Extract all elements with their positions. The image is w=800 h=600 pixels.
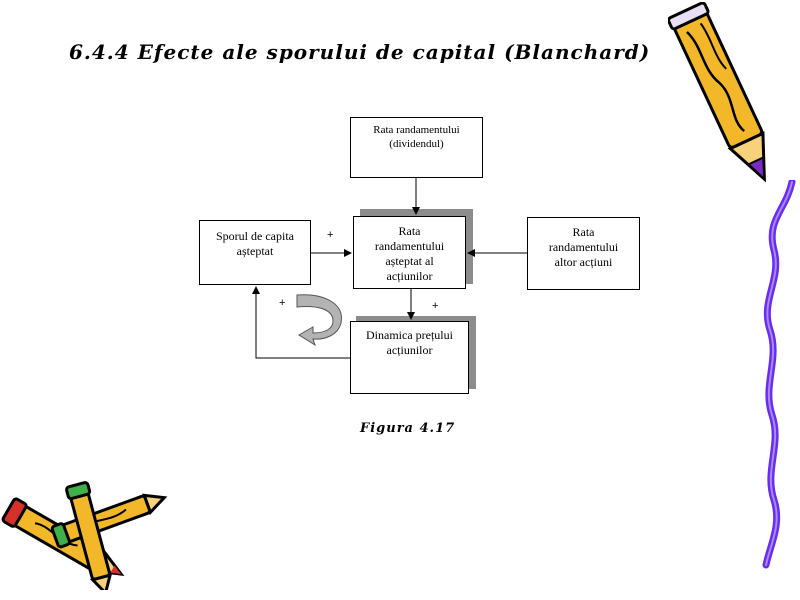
- other-stocks-box: Rata randamentului altor acțiuni: [527, 217, 640, 290]
- capital-gain-line1: Sporul de capita: [216, 229, 294, 243]
- dividend-label-line2: (dividendul): [389, 138, 444, 150]
- curved-arrow-icon: [296, 294, 342, 347]
- figure-caption: Figura 4.17: [360, 421, 456, 436]
- other-stocks-line2: randamentului: [548, 240, 619, 254]
- pencil-icon: [668, 2, 766, 183]
- arrow-feedback-loop: [252, 286, 350, 359]
- expected-return-line4: acțiunilor: [386, 269, 433, 283]
- plus-sign-loop: +: [279, 297, 286, 309]
- slide-title: 6.4.4 Efecte ale sporului de capital (Bl…: [69, 40, 651, 64]
- price-dynamics-line1: Dinamica prețului: [366, 328, 453, 342]
- price-dynamics-line2: acțiunilor: [386, 343, 433, 357]
- capital-gain-box: Sporul de capita așteptat: [199, 220, 311, 285]
- capital-gain-line2: așteptat: [236, 244, 274, 258]
- price-dynamics-box: Dinamica prețului acțiunilor: [350, 321, 469, 394]
- expected-return-line2: randamentului: [374, 239, 445, 253]
- plus-sign-left: +: [327, 229, 334, 241]
- crossed-pencils-icon: [1, 481, 168, 590]
- expected-return-line3: așteptat al: [385, 254, 434, 268]
- other-stocks-line1: Rata: [572, 225, 595, 239]
- expected-return-line1: Rata: [398, 224, 421, 238]
- expected-return-box: Rata randamentului așteptat al acțiunilo…: [353, 216, 466, 289]
- plus-sign-down: +: [432, 300, 439, 312]
- dividend-label-line1: Rata randamentului: [373, 124, 460, 136]
- wavy-ribbon-icon: [762, 180, 796, 569]
- dividend-box: Rata randamentului (dividendul): [350, 117, 483, 178]
- other-stocks-line3: altor acțiuni: [554, 255, 613, 269]
